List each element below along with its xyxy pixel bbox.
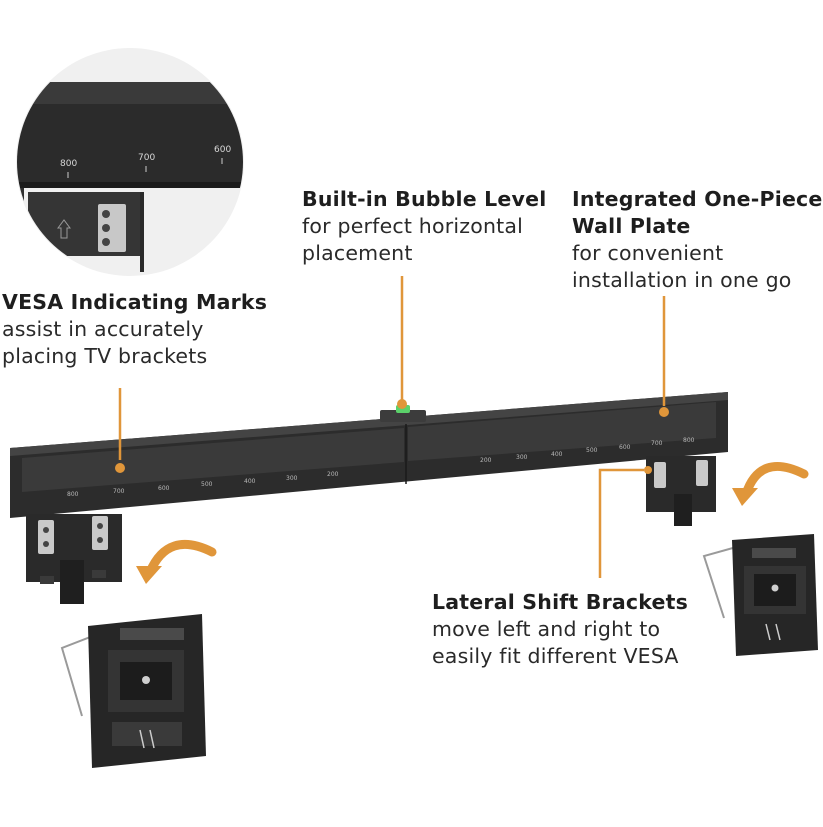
bubble-level	[380, 410, 426, 422]
zoom-detail: 800 700 600	[16, 48, 244, 276]
callout-lines	[115, 276, 669, 578]
callout-bubble-level: Built-in Bubble Level for perfect horizo…	[302, 186, 546, 267]
callout-title: Integrated One-Piece	[572, 187, 823, 211]
zoom-mark-700: 700	[138, 153, 155, 163]
callout-title: Wall Plate	[572, 214, 691, 238]
callout-line: for perfect horizontal	[302, 214, 524, 238]
tv-bracket-left	[60, 614, 206, 768]
bar-mark: 800	[67, 491, 79, 498]
bar-mark: 400	[244, 478, 256, 485]
callout-title: Lateral Shift Brackets	[432, 590, 689, 614]
callout-title: Built-in Bubble Level	[302, 187, 547, 211]
callout-line: easily fit different VESA	[432, 644, 679, 668]
zoom-mark-600: 600	[214, 145, 231, 155]
bar-mark: 200	[480, 457, 492, 464]
rotate-arrow-icon	[732, 462, 809, 506]
rotate-arrow-icon	[136, 540, 217, 584]
callout-title: VESA Indicating Marks	[2, 290, 268, 314]
bar-mark: 500	[586, 447, 598, 454]
callout-line: placing TV brackets	[2, 344, 208, 368]
callout-wall-plate: Integrated One-Piece Wall Plate for conv…	[572, 186, 823, 294]
bar-mark: 500	[201, 481, 213, 488]
bar-marks-left: 800 700 600 500 400 300 200	[67, 471, 339, 498]
callout-line: installation in one go	[572, 268, 792, 292]
callout-line: assist in accurately	[2, 317, 204, 341]
bar-mark: 800	[683, 437, 695, 444]
tv-bracket-right	[702, 534, 818, 656]
bar-mark: 600	[158, 485, 170, 492]
bar-marks-right: 200 300 400 500 600 700 800	[480, 437, 695, 464]
wall-plate	[10, 392, 728, 518]
bar-mark: 400	[551, 451, 563, 458]
bar-mark: 700	[651, 440, 663, 447]
zoom-mark-800: 800	[60, 159, 77, 169]
bar-mark: 200	[327, 471, 339, 478]
callout-line: placement	[302, 241, 413, 265]
callout-line: for convenient	[572, 241, 724, 265]
bar-mark: 700	[113, 488, 125, 495]
bar-mark: 600	[619, 444, 631, 451]
callout-line: move left and right to	[432, 617, 661, 641]
left-slider-bracket	[26, 514, 122, 604]
bar-mark: 300	[516, 454, 528, 461]
bar-mark: 300	[286, 475, 298, 482]
right-slider-bracket	[646, 456, 716, 526]
callout-shift-brackets: Lateral Shift Brackets move left and rig…	[432, 589, 688, 670]
callout-vesa-marks: VESA Indicating Marks assist in accurate…	[2, 289, 267, 370]
